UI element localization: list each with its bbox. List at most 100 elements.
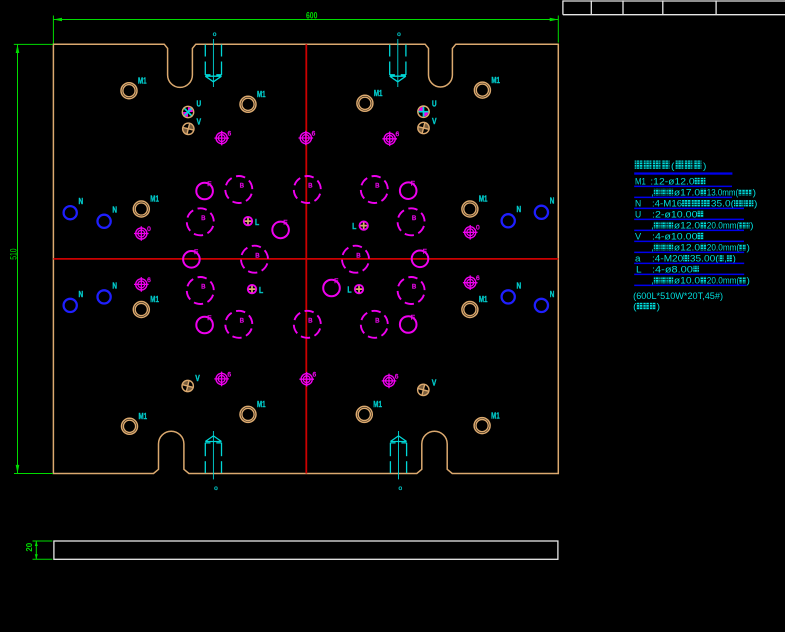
svg-text:): ) xyxy=(747,242,750,252)
svg-text:V: V xyxy=(195,374,200,383)
svg-text:F: F xyxy=(411,181,415,188)
svg-text:F: F xyxy=(423,249,427,256)
svg-text:0: 0 xyxy=(476,225,480,232)
svg-text:6: 6 xyxy=(476,275,480,282)
svg-text:,: , xyxy=(651,187,654,197)
svg-text:U: U xyxy=(432,99,437,108)
svg-text:): ) xyxy=(753,187,756,197)
svg-text:,: , xyxy=(651,220,654,230)
svg-text:B: B xyxy=(412,284,417,291)
svg-text:): ) xyxy=(750,220,753,230)
svg-text:F: F xyxy=(207,181,211,188)
svg-text:600: 600 xyxy=(306,11,317,22)
svg-text:B: B xyxy=(240,318,245,325)
svg-text:N: N xyxy=(79,197,84,206)
svg-text:ø12.0: ø12.0 xyxy=(674,242,700,252)
svg-text:N: N xyxy=(517,281,522,290)
svg-text:o: o xyxy=(397,31,401,38)
svg-text:L: L xyxy=(636,264,642,274)
svg-text:6: 6 xyxy=(312,130,316,137)
svg-text::4-ø10.00: :4-ø10.00 xyxy=(652,231,698,241)
svg-text:L: L xyxy=(352,222,356,231)
svg-text:L: L xyxy=(347,286,351,295)
svg-text:6: 6 xyxy=(396,131,400,138)
svg-text:,: , xyxy=(724,253,727,263)
svg-text:M1: M1 xyxy=(635,176,646,186)
svg-text:V: V xyxy=(197,118,202,127)
svg-text:B: B xyxy=(356,252,361,259)
svg-text:o: o xyxy=(214,485,218,492)
svg-text:N: N xyxy=(112,206,117,215)
svg-text:M1: M1 xyxy=(257,89,266,99)
svg-text:N: N xyxy=(550,290,555,299)
svg-text:B: B xyxy=(308,318,313,325)
svg-text:20.0mm(: 20.0mm( xyxy=(707,242,740,252)
svg-text:F: F xyxy=(194,249,198,256)
svg-text:20.0mm(: 20.0mm( xyxy=(707,220,740,230)
svg-text:B: B xyxy=(375,183,380,190)
svg-text:6: 6 xyxy=(395,373,399,380)
svg-text:): ) xyxy=(657,301,660,311)
svg-text:(600L*510W*20T,45#): (600L*510W*20T,45#) xyxy=(633,291,723,301)
svg-text:0: 0 xyxy=(147,226,151,233)
svg-text::12-ø12.0: :12-ø12.0 xyxy=(650,176,695,186)
svg-text:M1: M1 xyxy=(491,75,500,85)
svg-text:M1: M1 xyxy=(374,88,383,98)
svg-text:N: N xyxy=(550,197,555,206)
svg-text:6: 6 xyxy=(313,372,317,379)
svg-text:F: F xyxy=(207,315,211,322)
svg-text:N: N xyxy=(517,205,522,214)
svg-text:V: V xyxy=(432,378,437,387)
svg-text:(: ( xyxy=(633,301,636,311)
svg-text:20.0mm(: 20.0mm( xyxy=(707,275,740,285)
svg-text:B: B xyxy=(412,215,417,222)
svg-text:M1: M1 xyxy=(139,411,148,421)
svg-text::4-M16: :4-M16 xyxy=(652,198,682,208)
svg-text:F: F xyxy=(411,314,415,321)
svg-text::4-ø8.00: :4-ø8.00 xyxy=(652,264,693,274)
svg-text:M1: M1 xyxy=(479,194,488,204)
svg-text:6: 6 xyxy=(228,131,232,138)
svg-text:B: B xyxy=(240,183,245,190)
svg-text:): ) xyxy=(754,198,757,208)
svg-text:a: a xyxy=(635,253,641,263)
svg-text:,: , xyxy=(651,275,654,285)
svg-text:35.0(: 35.0( xyxy=(711,198,734,208)
svg-text:): ) xyxy=(747,275,750,285)
svg-text:35.00(: 35.00( xyxy=(690,253,719,263)
svg-text:ø12.0: ø12.0 xyxy=(674,220,700,230)
svg-text:B: B xyxy=(201,215,206,222)
svg-text:M1: M1 xyxy=(373,399,382,409)
svg-text:N: N xyxy=(635,198,641,208)
svg-text:,: , xyxy=(651,242,654,252)
svg-text:M1: M1 xyxy=(138,75,147,85)
svg-text:N: N xyxy=(79,290,84,299)
svg-text::4-M20: :4-M20 xyxy=(652,253,683,263)
svg-text:L: L xyxy=(255,218,259,227)
svg-text:): ) xyxy=(733,253,736,263)
svg-text:o: o xyxy=(398,485,402,492)
svg-text:F: F xyxy=(334,278,338,285)
svg-text:M1: M1 xyxy=(257,399,266,409)
svg-text::2-ø10.00: :2-ø10.00 xyxy=(652,209,698,219)
svg-text:B: B xyxy=(375,318,380,325)
svg-text:B: B xyxy=(308,183,313,190)
svg-text:M1: M1 xyxy=(150,294,159,304)
svg-text:U: U xyxy=(197,100,202,109)
svg-text:o: o xyxy=(213,31,217,38)
svg-text:M1: M1 xyxy=(491,410,500,420)
svg-text:F: F xyxy=(283,220,287,227)
svg-text:20: 20 xyxy=(24,543,34,552)
svg-text:ø17.0: ø17.0 xyxy=(674,187,700,197)
svg-text:N: N xyxy=(112,281,117,290)
svg-text:V: V xyxy=(635,231,641,241)
svg-text:6: 6 xyxy=(147,277,151,284)
svg-text:M1: M1 xyxy=(150,194,159,204)
svg-text:L: L xyxy=(259,286,263,295)
svg-text:510: 510 xyxy=(9,248,20,259)
svg-text:B: B xyxy=(255,252,260,259)
svg-text:): ) xyxy=(703,161,706,171)
svg-text:(: ( xyxy=(671,161,674,171)
svg-text:V: V xyxy=(432,117,437,126)
svg-text:6: 6 xyxy=(227,371,231,378)
